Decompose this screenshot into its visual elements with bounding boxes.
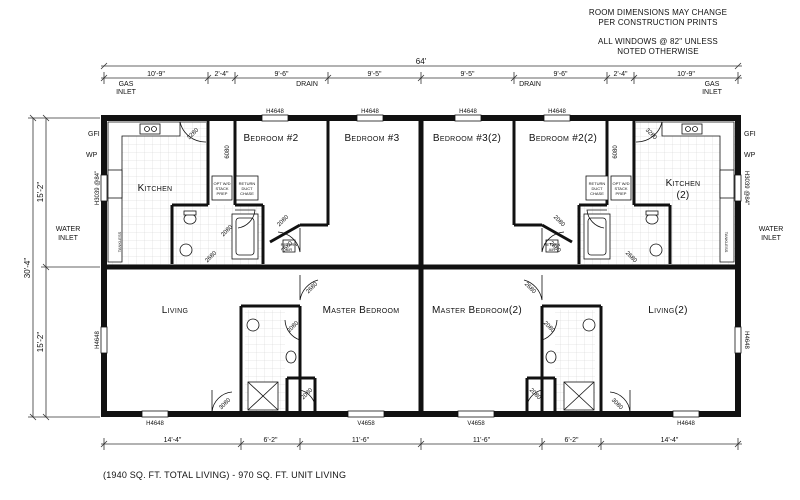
svg-text:6080: 6080 (225, 145, 231, 159)
note-line: ALL WINDOWS @ 82" UNLESS (598, 37, 718, 46)
construction-notes: ROOM DIMENSIONS MAY CHANGE PER CONSTRUCT… (558, 8, 758, 57)
room-living: Living (162, 305, 188, 316)
wp-left: WP (86, 152, 98, 159)
bath-fixtures (179, 210, 663, 411)
window-label: H4648 (743, 331, 749, 349)
gfi-left: GFI (88, 131, 100, 138)
dim-label: 10'-9" (147, 71, 165, 78)
gfi-right: GFI (744, 131, 756, 138)
dim-label: 9'-5" (368, 71, 382, 78)
drain-right: DRAIN (519, 81, 541, 88)
room-kitchen-2: Kitchen(2) (666, 178, 701, 201)
top-dimensions (100, 62, 742, 84)
window-label: H4648 (361, 109, 379, 115)
area-summary: (1940 SQ. FT. TOTAL LIVING) - 970 SQ. FT… (103, 470, 347, 480)
bottom-dimensions (100, 438, 742, 450)
svg-text:2680: 2680 (523, 281, 537, 295)
window-label: V4658 (467, 421, 485, 427)
overall-width-dim: 64' (416, 57, 427, 66)
window-label: H4648 (459, 109, 477, 115)
window-label: V4658 (357, 421, 375, 427)
svg-text:2680: 2680 (305, 281, 319, 295)
upper-depth-dim: 15'-2" (36, 182, 45, 203)
note-line: PER CONSTRUCTION PRINTS (598, 18, 718, 27)
window-label: H3039 @84" (95, 171, 101, 205)
dim-label: 9'-6" (554, 71, 568, 78)
svg-text:2080: 2080 (542, 320, 556, 334)
left-dimensions (28, 114, 100, 421)
svg-text:3080: 3080 (610, 397, 624, 411)
window-label: H4648 (95, 331, 101, 349)
note-line: ROOM DIMENSIONS MAY CHANGE (588, 8, 728, 17)
dim-tick (734, 62, 742, 70)
dim-label: 2'-4" (215, 71, 229, 78)
kitchen-counters (107, 121, 735, 263)
dim-label: 10'-9" (677, 71, 695, 78)
windows (100, 114, 742, 418)
drain-left: DRAIN (296, 81, 318, 88)
lower-depth-dim: 15'-2" (36, 332, 45, 353)
overall-depth-dim: 30'-4" (23, 258, 32, 279)
dim-label: 11'-6" (473, 437, 491, 444)
utility-boxes (211, 175, 632, 253)
dim-label: 9'-5" (461, 71, 475, 78)
room-bedroom-2: Bedroom #2 (243, 133, 298, 144)
svg-text:2080: 2080 (286, 320, 300, 334)
dim-label: 11'-6" (352, 437, 370, 444)
door-swings (179, 121, 663, 413)
dim-label: 14'-4" (661, 437, 679, 444)
room-bedroom-2-2: Bedroom #2(2) (529, 133, 597, 144)
dim-label: 2'-4" (614, 71, 628, 78)
svg-text:2080: 2080 (276, 214, 290, 228)
svg-text:6080: 6080 (613, 145, 619, 159)
top-dim-labels: 10'-9" 2'-4" 9'-6" 9'-5" 9'-5" 9'-6" 2'-4" 10'-… (147, 71, 695, 78)
dim-label: 6'-2" (264, 437, 278, 444)
room-bedroom-3-2: Bedroom #3(2) (433, 133, 501, 144)
dim-tick (100, 62, 108, 70)
room-master-2: Master Bedroom(2) (432, 305, 522, 316)
room-labels: Kitchen Bedroom #2 Bedroom #3 Bedroom #3… (138, 133, 701, 316)
window-label: H3039 @84" (743, 171, 749, 205)
window-label: H4648 (146, 421, 164, 427)
bottom-dim-labels: 14'-4" 6'-2" 11'-6" 11'-6" 6'-2" 14'-4" (164, 437, 679, 444)
window-label: H4648 (548, 109, 566, 115)
tankless-label: TANKLESS (724, 232, 729, 253)
svg-text:2080: 2080 (552, 214, 566, 228)
note-line: NOTED OTHERWISE (617, 47, 699, 56)
room-living-2: Living(2) (648, 305, 688, 316)
exterior-walls (101, 115, 741, 417)
dim-label: 6'-2" (565, 437, 579, 444)
dim-label: 14'-4" (164, 437, 182, 444)
window-label: H4648 (266, 109, 284, 115)
room-master: Master Bedroom (323, 305, 400, 316)
tankless-label: TANKLESS (117, 231, 122, 252)
room-bedroom-3: Bedroom #3 (344, 133, 399, 144)
room-kitchen: Kitchen (138, 183, 173, 194)
window-label: H4648 (677, 421, 695, 427)
wp-right: WP (744, 152, 756, 159)
dim-label: 9'-6" (275, 71, 289, 78)
svg-text:2080: 2080 (528, 387, 542, 401)
svg-text:3080: 3080 (218, 397, 232, 411)
